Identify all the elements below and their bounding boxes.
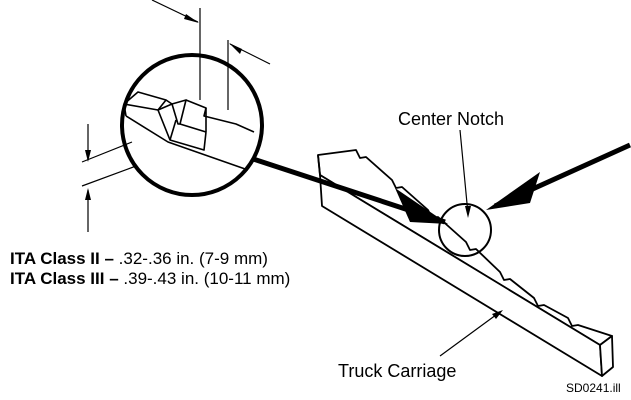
spec-class-iii-label: ITA Class III – <box>10 269 119 288</box>
notch-width-dimension <box>151 0 271 110</box>
truck-carriage-label: Truck Carriage <box>338 361 457 381</box>
figure-id: SD0241.ill <box>566 381 621 395</box>
spec-class-iii: ITA Class III – .39-.43 in. (10-11 mm) <box>10 270 290 287</box>
center-notch-leader <box>459 129 471 218</box>
truck-carriage-leader <box>439 310 503 357</box>
magnifier-leader <box>231 149 448 225</box>
truck-carriage-bar <box>317 149 614 377</box>
spec-class-ii: ITA Class II – .32-.36 in. (7-9 mm) <box>10 250 268 267</box>
notch-depth-dimension <box>81 124 137 232</box>
center-notch-detail-circle <box>438 203 492 257</box>
spec-class-ii-range: .32-.36 in. (7-9 mm) <box>118 249 268 268</box>
center-notch-label: Center Notch <box>398 109 505 129</box>
spec-class-ii-label: ITA Class II – <box>10 249 114 268</box>
right-pointer-arrow <box>486 142 631 210</box>
spec-class-iii-range: .39-.43 in. (10-11 mm) <box>123 269 291 288</box>
magnified-notch-view <box>120 53 264 197</box>
